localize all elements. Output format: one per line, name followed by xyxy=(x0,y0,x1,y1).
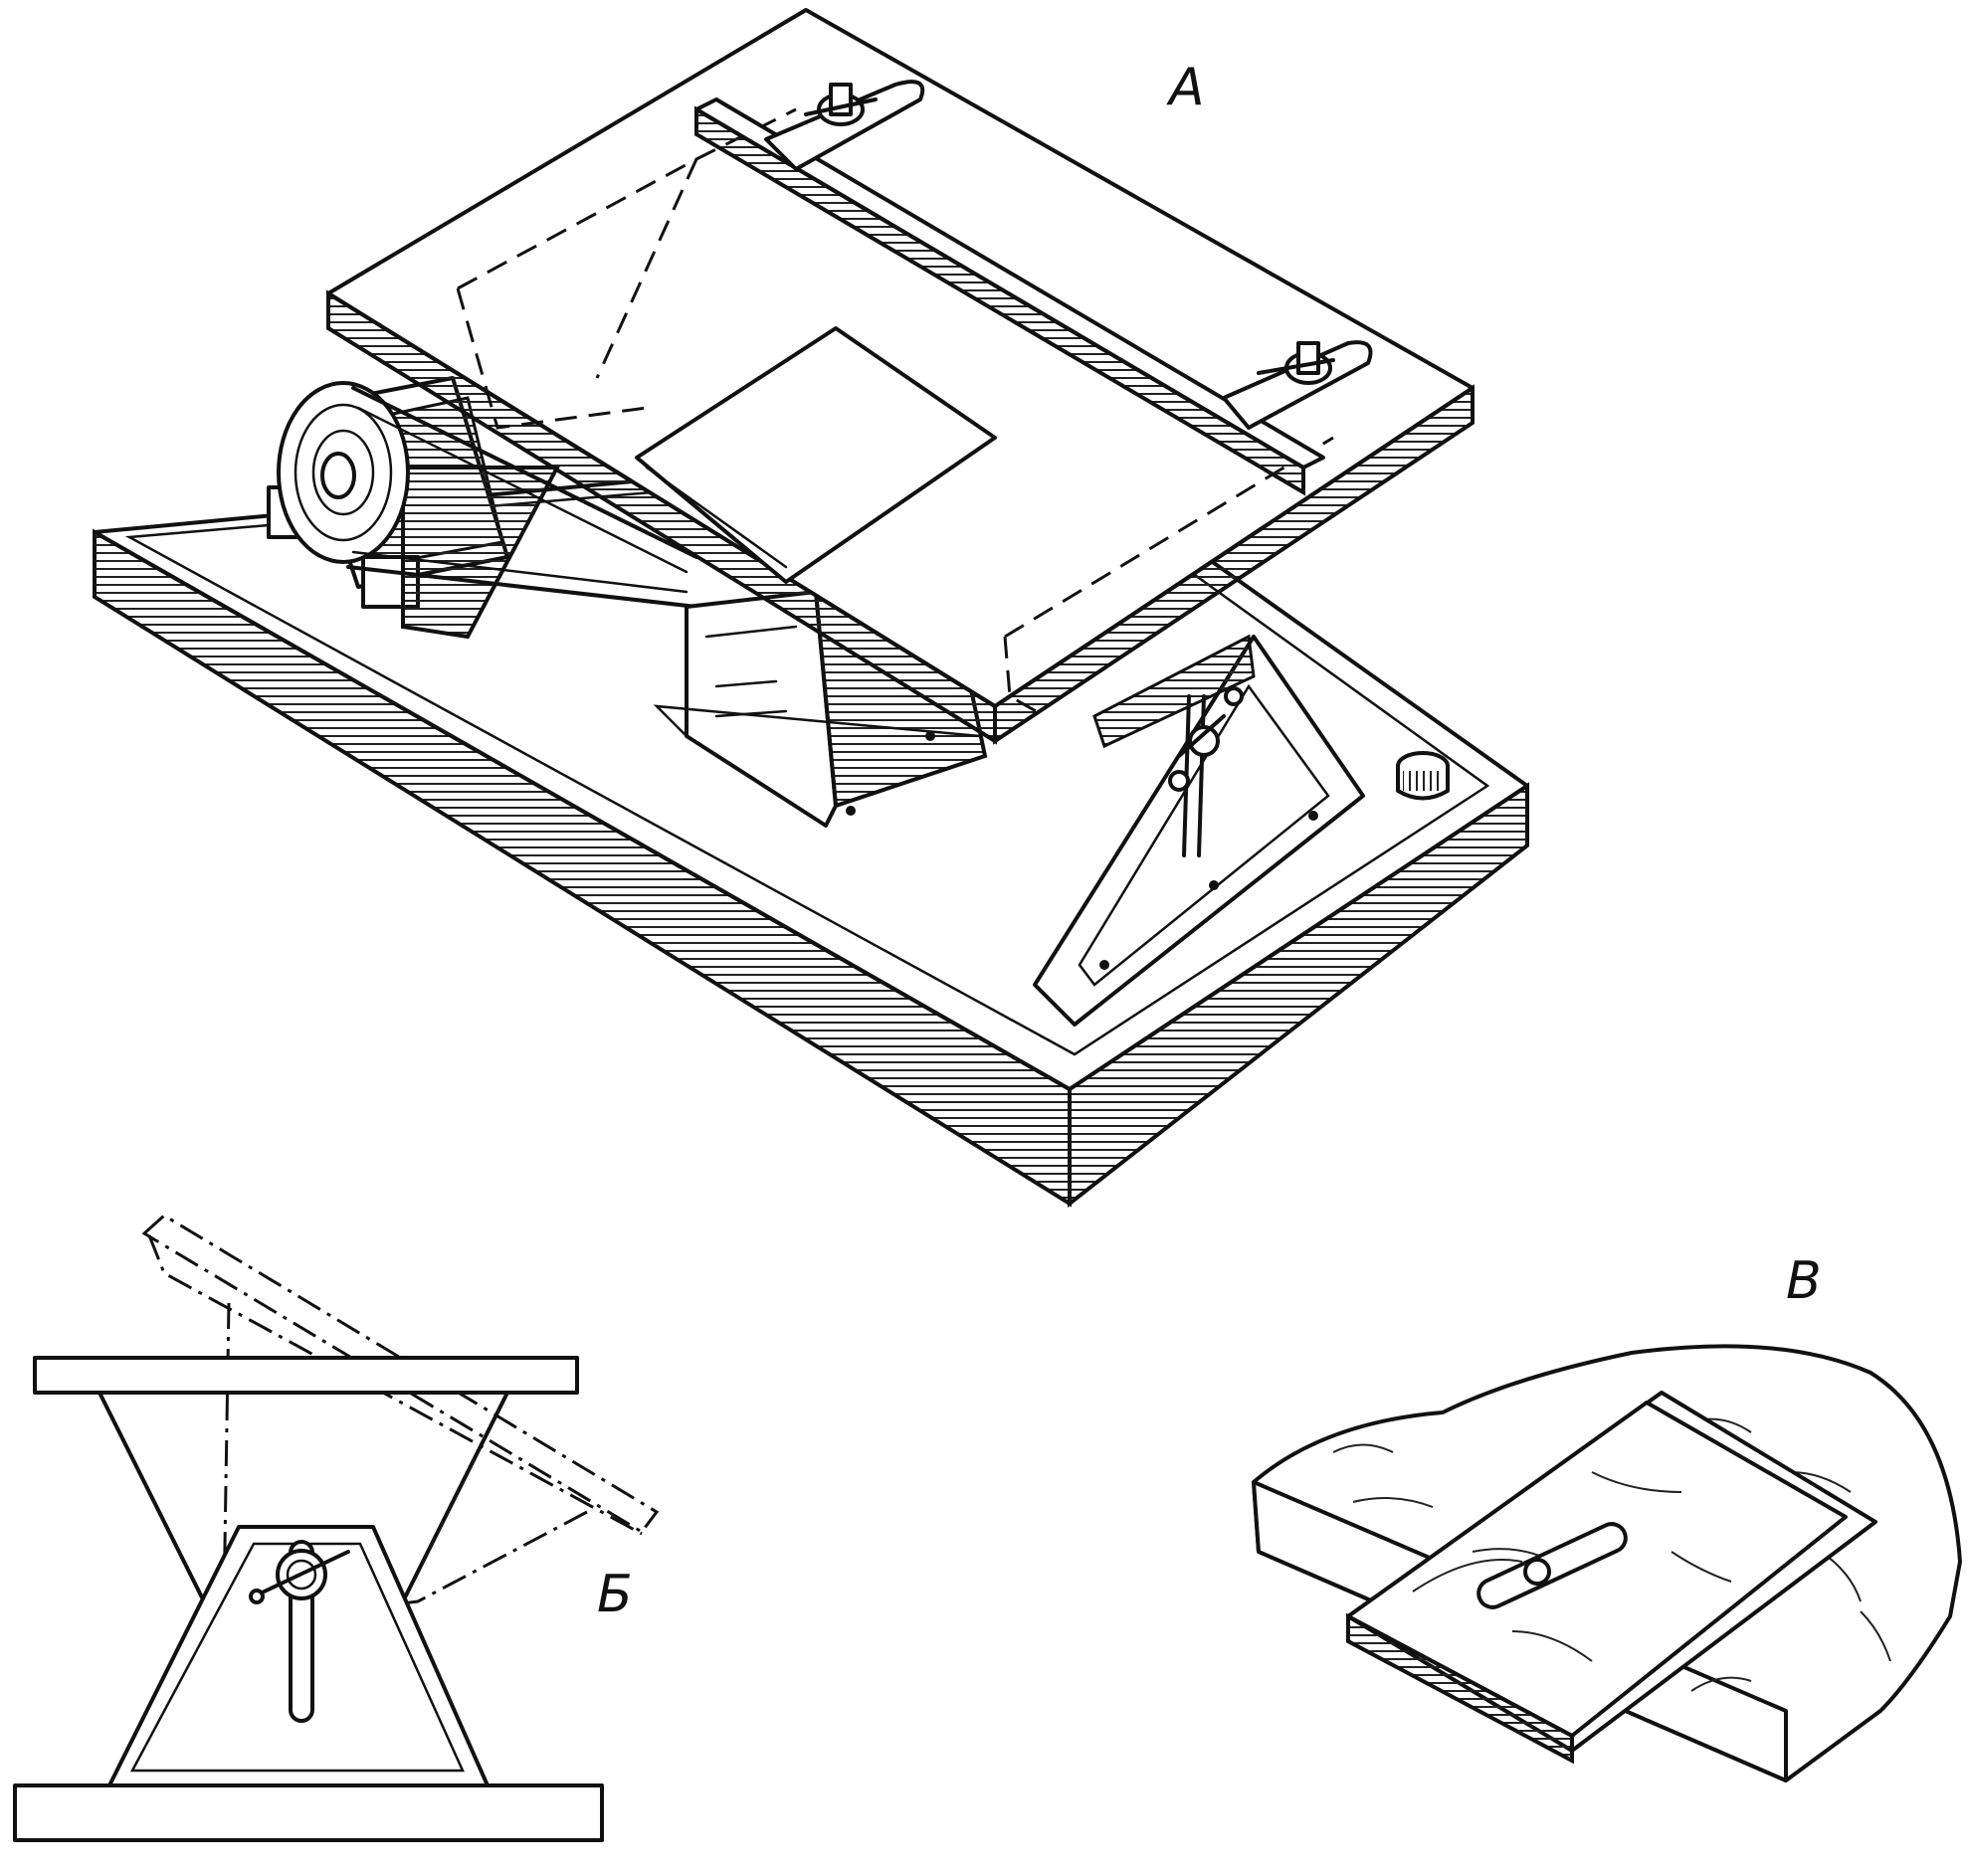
tilt-bracket-front xyxy=(1033,634,1365,1027)
fence-clamp-rear xyxy=(764,80,925,171)
view-v-insert-plate xyxy=(1252,1344,1962,1782)
rip-fence xyxy=(694,97,1325,496)
switch-knob xyxy=(1396,751,1450,801)
motor-pulley xyxy=(277,381,410,564)
tilting-table xyxy=(326,8,1475,745)
drive-belt xyxy=(346,386,698,609)
label-view-b: Б xyxy=(597,1565,633,1624)
view-a-saw-bench xyxy=(93,8,1529,1209)
fence-clamp-front xyxy=(1222,340,1373,430)
label-view-a: A xyxy=(1166,58,1205,117)
label-view-v: В xyxy=(1786,1251,1822,1311)
view-b-end-elevation xyxy=(13,1214,660,1842)
